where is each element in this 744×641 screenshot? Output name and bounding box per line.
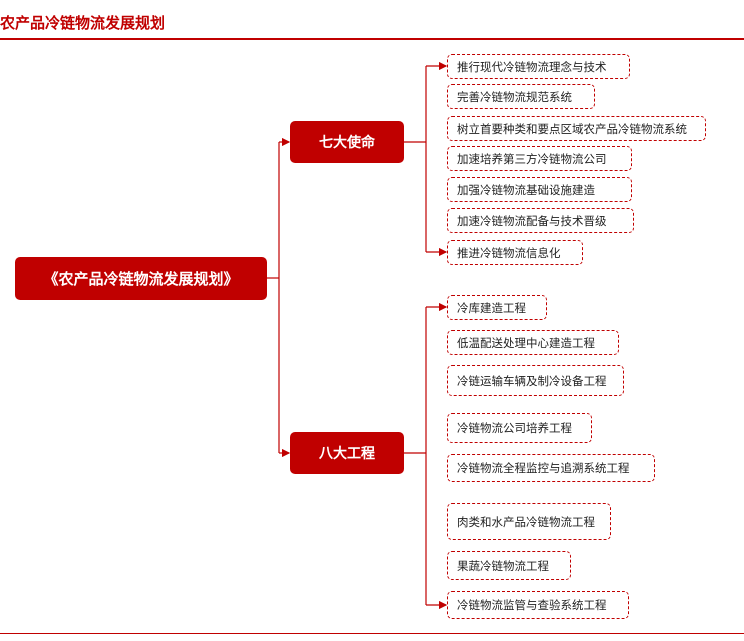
project-item: 冷库建造工程 [447,295,547,320]
mission-item: 树立首要种类和要点区域农产品冷链物流系统 [447,116,706,141]
project-item: 冷链物流全程监控与追溯系统工程 [447,454,655,482]
mission-item: 推行现代冷链物流理念与技术 [447,54,630,79]
project-item: 冷链运输车辆及制冷设备工程 [447,365,624,396]
mission-item: 推进冷链物流信息化 [447,240,583,265]
mission-item: 加速培养第三方冷链物流公司 [447,146,632,171]
project-item: 低温配送处理中心建造工程 [447,330,619,355]
branch-node-missions: 七大使命 [290,121,404,163]
project-item: 冷链物流公司培养工程 [447,413,592,443]
project-item: 冷链物流监管与查验系统工程 [447,591,629,619]
title-divider [0,38,744,40]
branch-node-projects: 八大工程 [290,432,404,474]
project-item: 果蔬冷链物流工程 [447,551,571,580]
mission-item: 加强冷链物流基础设施建造 [447,177,632,202]
mission-item: 加速冷链物流配备与技术晋级 [447,208,634,233]
bottom-divider [0,633,744,634]
project-item: 肉类和水产品冷链物流工程 [447,503,611,540]
mission-item: 完善冷链物流规范系统 [447,84,595,109]
page-title: 农产品冷链物流发展规划 [0,14,166,32]
root-node: 《农产品冷链物流发展规划》 [15,257,267,300]
